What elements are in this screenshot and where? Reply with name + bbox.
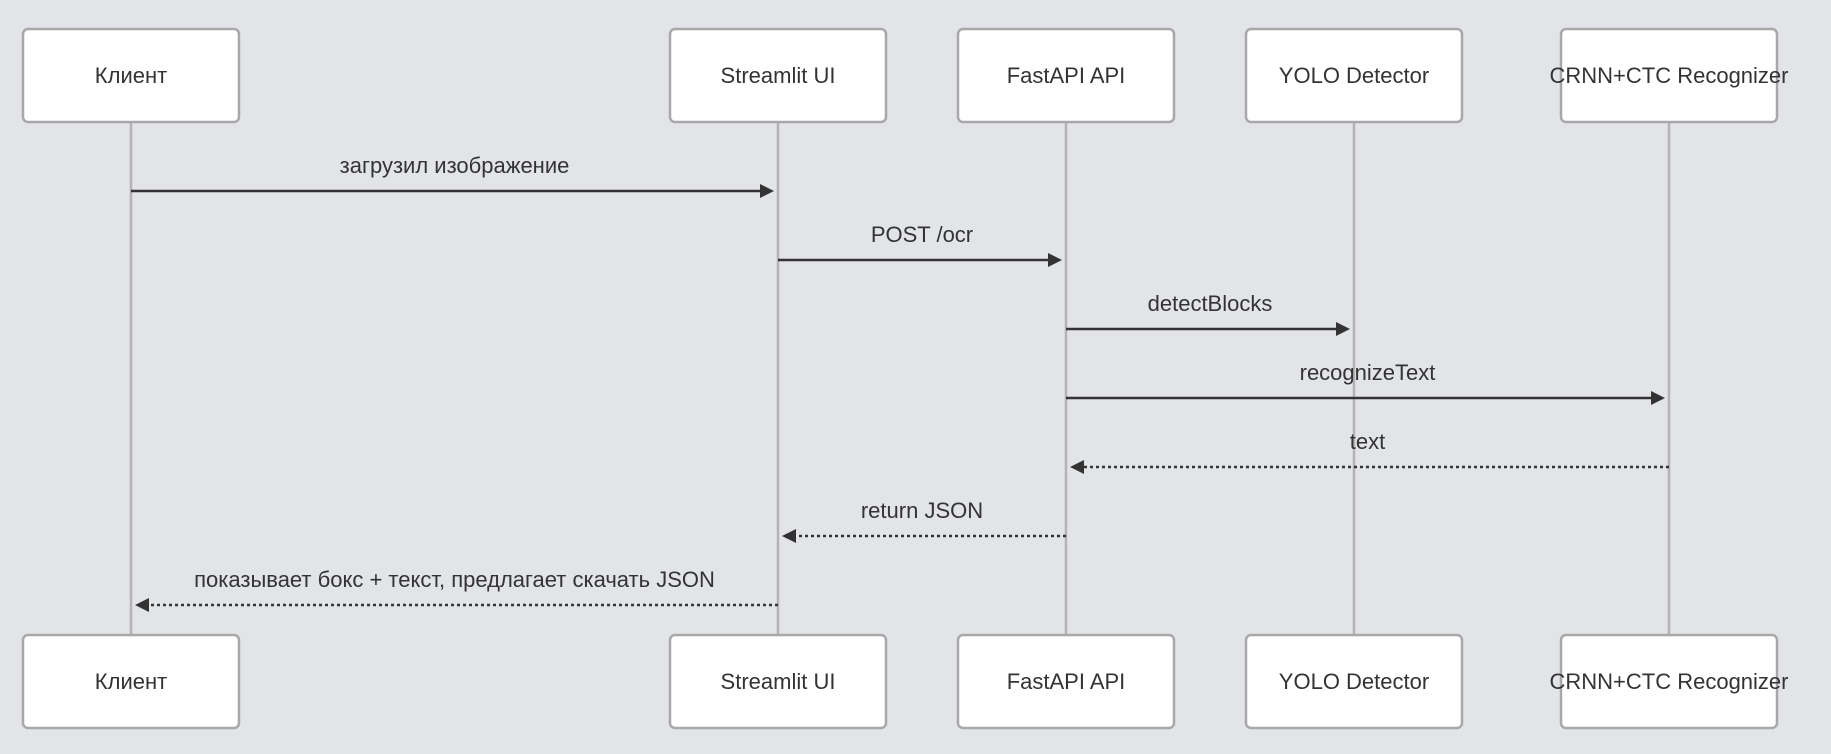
actor-label: CRNN+CTC Recognizer [1549, 669, 1788, 694]
arrowhead-icon [1336, 322, 1350, 336]
arrowhead-icon [760, 184, 774, 198]
actor-box [668, 633, 888, 730]
actor-top-api: FastAPI API [956, 27, 1176, 124]
message-4: recognizeText [1066, 360, 1665, 405]
message-label: POST /ocr [871, 222, 973, 247]
arrowhead-icon [1070, 460, 1084, 474]
actor-bottom-client: Клиент [21, 633, 241, 730]
message-7: показывает бокс + текст, предлагает скач… [135, 567, 778, 612]
message-5: text [1070, 429, 1669, 474]
message-2: POST /ocr [778, 222, 1062, 267]
actor-box [1244, 27, 1464, 124]
actor-top-ui: Streamlit UI [668, 27, 888, 124]
actor-top-crnn: CRNN+CTC Recognizer [1549, 27, 1789, 124]
message-label: detectBlocks [1148, 291, 1273, 316]
message-1: загрузил изображение [131, 153, 774, 198]
actor-box [956, 27, 1176, 124]
actor-label: Клиент [95, 63, 167, 88]
actor-top-client: Клиент [21, 27, 241, 124]
actor-box [668, 27, 888, 124]
message-label: text [1350, 429, 1385, 454]
message-label: return JSON [861, 498, 983, 523]
actor-label: YOLO Detector [1279, 63, 1429, 88]
message-label: показывает бокс + текст, предлагает скач… [194, 567, 715, 592]
actor-box [1559, 633, 1779, 730]
actor-label: YOLO Detector [1279, 669, 1429, 694]
message-label: recognizeText [1300, 360, 1436, 385]
actor-box [21, 27, 241, 124]
arrowhead-icon [135, 598, 149, 612]
actor-label: Streamlit UI [721, 669, 836, 694]
actor-box [1244, 633, 1464, 730]
actor-bottom-crnn: CRNN+CTC Recognizer [1549, 633, 1789, 730]
message-6: return JSON [782, 498, 1066, 543]
actor-bottom-ui: Streamlit UI [668, 633, 888, 730]
actor-box [21, 633, 241, 730]
arrowhead-icon [1651, 391, 1665, 405]
message-label: загрузил изображение [340, 153, 570, 178]
arrowhead-icon [782, 529, 796, 543]
actor-label: FastAPI API [1007, 63, 1126, 88]
actor-label: Клиент [95, 669, 167, 694]
arrowhead-icon [1048, 253, 1062, 267]
actor-bottom-yolo: YOLO Detector [1244, 633, 1464, 730]
actor-label: FastAPI API [1007, 669, 1126, 694]
actor-label: CRNN+CTC Recognizer [1549, 63, 1788, 88]
actor-bottom-api: FastAPI API [956, 633, 1176, 730]
message-3: detectBlocks [1066, 291, 1350, 336]
actor-top-yolo: YOLO Detector [1244, 27, 1464, 124]
actor-box [1559, 27, 1779, 124]
actor-label: Streamlit UI [721, 63, 836, 88]
actor-box [956, 633, 1176, 730]
